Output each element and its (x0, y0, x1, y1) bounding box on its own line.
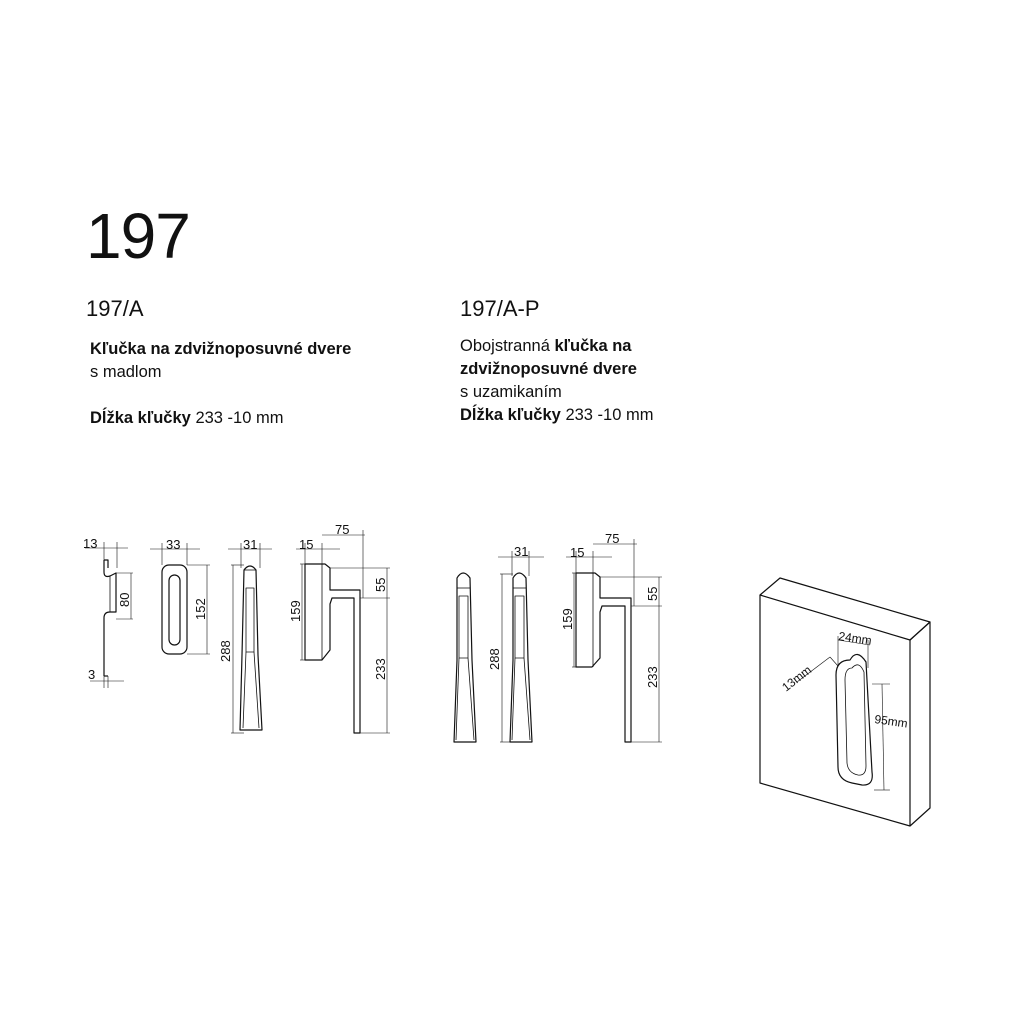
variant-a-length-label: Dĺžka kľučky (90, 409, 191, 427)
variant-ap-length-label: Dĺžka kľučky (460, 406, 561, 424)
a-dim-15: 15 (299, 537, 313, 552)
variant-ap-length-value: 233 -10 mm (565, 406, 654, 424)
ap-dim-75: 75 (605, 531, 619, 546)
ap-dim-233: 233 (645, 666, 660, 688)
variant-a-code: 197/A (86, 296, 144, 321)
ap-dim-31: 31 (514, 544, 528, 559)
a-side-profile-drawing (85, 542, 133, 688)
ap-handle-front-drawing (498, 551, 544, 743)
variant-ap-line1-light: Obojstranná (460, 337, 555, 355)
variant-ap-line1-bold: kľučka na (554, 337, 632, 355)
variant-a-line1: Kľučka na zdvižnoposuvné dvere (90, 340, 352, 358)
install-dim-13mm: 13mm (779, 663, 814, 695)
variant-ap-line2: zdvižnoposuvné dvere (460, 360, 637, 378)
ap-handle-side-drawing (566, 539, 662, 743)
a-dim-159: 159 (288, 600, 303, 622)
a-dim-13: 13 (83, 536, 97, 551)
installation-isometric-drawing (759, 577, 931, 827)
variant-a-line2: s madlom (90, 363, 162, 381)
a-dim-233: 233 (373, 658, 388, 680)
a-dim-288: 288 (218, 640, 233, 662)
variant-ap-description: Obojstranná kľučka na zdvižnoposuvné dve… (460, 335, 780, 427)
variant-ap-line3: s uzamikaním (460, 383, 562, 401)
a-pull-plate-drawing (150, 543, 210, 655)
variant-a-description: Kľučka na zdvižnoposuvné dvere s madlom … (90, 338, 430, 430)
ap-dim-55: 55 (645, 587, 660, 601)
a-handle-side-drawing (296, 530, 390, 734)
ap-dim-288: 288 (487, 648, 502, 670)
model-title: 197 (86, 200, 191, 272)
a-dim-55: 55 (373, 578, 388, 592)
variant-ap-code: 197/A-P (460, 296, 540, 321)
ap-dim-159: 159 (560, 608, 575, 630)
a-dim-80: 80 (117, 593, 132, 607)
install-dim-95mm: 95mm (874, 712, 909, 731)
install-dim-24mm: 24mm (838, 629, 873, 648)
a-dim-31: 31 (243, 537, 257, 552)
variant-a-length-value: 233 -10 mm (195, 409, 284, 427)
a-dim-33: 33 (166, 537, 180, 552)
a-dim-75: 75 (335, 522, 349, 537)
a-dim-152: 152 (193, 598, 208, 620)
ap-rear-handle-drawing (453, 572, 477, 743)
ap-dim-15: 15 (570, 545, 584, 560)
a-handle-front-drawing (228, 543, 272, 734)
a-dim-3: 3 (88, 667, 95, 682)
